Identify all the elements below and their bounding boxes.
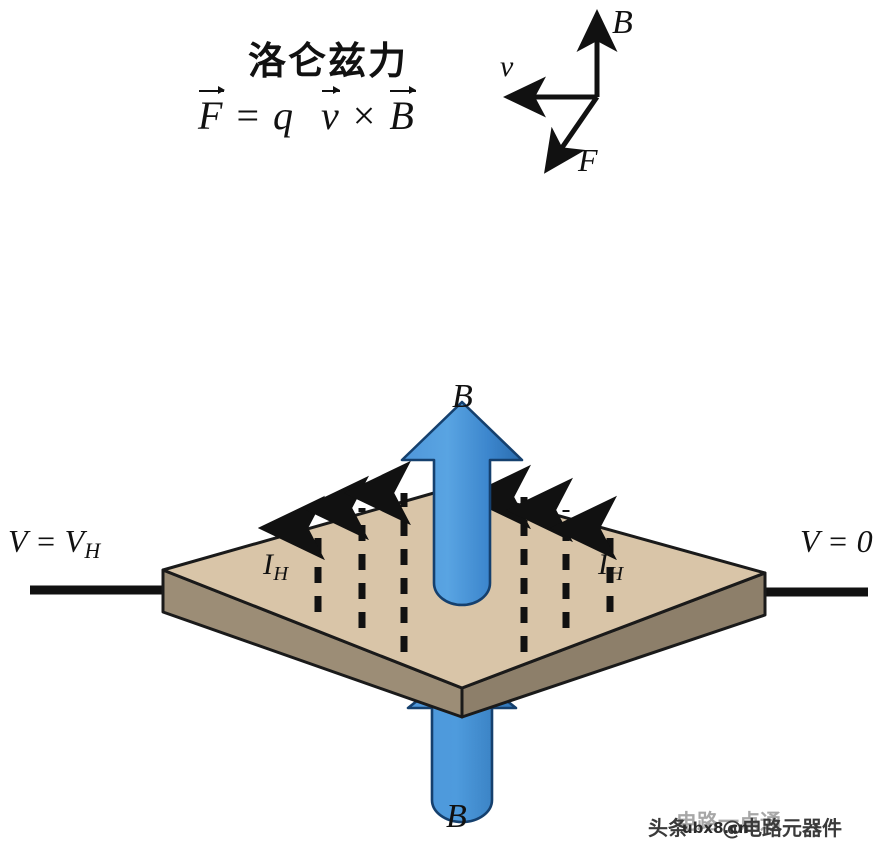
triad-f-label: F (578, 142, 598, 178)
hall-current-left-subscript: H (273, 562, 289, 585)
field-label-bottom: B (446, 798, 467, 835)
watermark-ghost-text: 电路一点通 (676, 810, 781, 834)
hall-current-left-text: I (263, 548, 273, 581)
hall-current-arrows-left (257, 460, 411, 652)
hall-current-arrows-right (463, 464, 617, 652)
lorentz-force-formula: F = q v × B (198, 86, 417, 139)
hall-current-label-left: IH (263, 548, 289, 585)
figure-title-chinese: 洛仑兹力 (248, 39, 409, 83)
formula-cross-product: × (352, 93, 376, 138)
field-label-top: B (452, 378, 473, 415)
watermark-url: ubx8.cn (682, 819, 749, 837)
watermark-brand: 头条 @电路元器件 (648, 812, 842, 841)
right-potential-label: V = 0 (800, 523, 873, 559)
watermark-handle-text: @电路元器件 (722, 816, 842, 840)
hall-current-label-right: IH (598, 548, 624, 585)
magnetic-field-arrow-top (400, 400, 524, 607)
triad-f-arrow (544, 95, 600, 174)
hall-current-right-text: I (598, 548, 608, 581)
left-potential-label: V = VH (8, 523, 101, 564)
formula-velocity-vector: v (321, 86, 341, 138)
left-potential-subscript: H (84, 539, 101, 564)
triad-v-label: v (500, 50, 514, 83)
left-potential-text: V = V (8, 523, 85, 559)
hall-current-right-subscript: H (608, 562, 624, 585)
formula-equals: = (236, 93, 259, 138)
watermark-brand-text: 头条 (648, 816, 688, 840)
formula-field-vector: B (389, 86, 417, 138)
formula-charge: q (273, 93, 293, 138)
watermark: 电路一点通 头条 @电路元器件 ubx8.cn (648, 806, 892, 846)
hall-effect-slab-diagram (30, 400, 868, 824)
formula-force-vector: F (198, 86, 226, 138)
vector-triad-diagram (502, 8, 618, 174)
triad-b-label: B (612, 4, 633, 41)
